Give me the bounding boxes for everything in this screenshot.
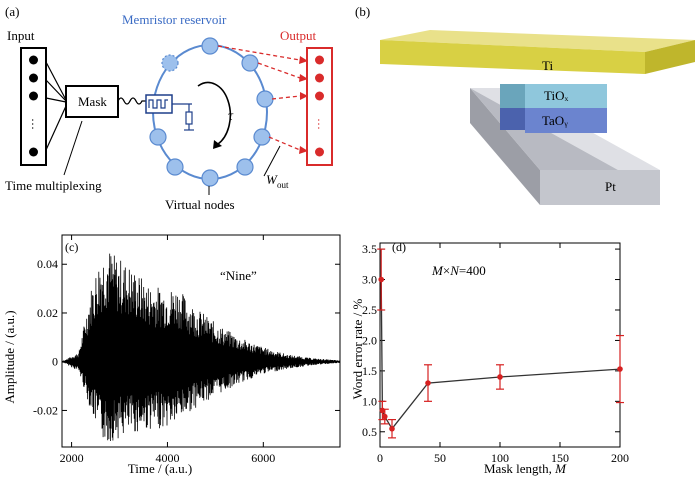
tiox-layer: [500, 84, 607, 108]
annotation-value: =400: [459, 263, 486, 278]
masked-signal-wave: [117, 97, 148, 105]
w-out-subscript: out: [277, 180, 289, 190]
output-title: Output: [280, 28, 317, 43]
panel-a-label: (a): [5, 4, 19, 19]
x-tick-label-d: 200: [611, 451, 629, 465]
virtual-node-markers: [149, 37, 274, 187]
taoy-layer: [500, 108, 607, 133]
layer-label-tiox: TiOₓ: [544, 88, 568, 103]
memristor-device-icon: [145, 94, 194, 131]
ti-electrode: [380, 30, 695, 74]
readout-connections: [217, 45, 301, 151]
readout-arrowheads: [299, 56, 308, 154]
layer-label-ti: Ti: [542, 58, 553, 73]
input-vector: [20, 47, 47, 166]
y-axis-label-d: Word error rate / %: [350, 298, 365, 399]
x-tick-label-c: 2000: [60, 451, 84, 465]
y-tick-label-c: 0.02: [37, 306, 58, 320]
error-plot-area: 0.5 1.0 1.5 2.0 2.5 3.0 3.5 0 50 100 150 200: [362, 242, 629, 465]
reservoir-title: Memristor reservoir: [122, 12, 227, 27]
panel-b-device-stack: (b) Ti TiOₓ TaOᵧ Pt: [355, 4, 695, 205]
error-rate-line: [380, 279, 621, 430]
x-tick-label-d: 0: [377, 451, 383, 465]
y-axis-label-c: Amplitude / (a.u.): [2, 310, 17, 403]
panel-b-label: (b): [355, 4, 370, 19]
output-vector: [306, 47, 333, 166]
y-tick-label-d: 2.0: [362, 333, 377, 347]
data-point: [382, 413, 388, 420]
y-tick-label-d: 3.0: [362, 273, 377, 287]
x-tick-label-d: 150: [551, 451, 569, 465]
data-point: [497, 374, 503, 380]
panel-d-error-chart: (d) M×N=400 Mask length, M Word error ra…: [350, 240, 629, 476]
layer-label-pt: Pt: [605, 179, 616, 194]
input-label: Input: [7, 28, 35, 43]
plot-frame-d: [379, 242, 621, 448]
mxn-annotation: M×N=400: [431, 263, 486, 278]
x-axis-label-d: Mask length, M: [484, 461, 567, 476]
x-axis-label-d-text: Mask length,: [484, 461, 555, 476]
mask-label: Mask: [78, 94, 107, 109]
waveform-plot-area: -0.02 0 0.02 0.04 2000 4000 6000: [33, 234, 341, 465]
waveform-trace: [61, 253, 341, 442]
panel-c-label: (c): [65, 240, 78, 254]
y-tick-label-c: -0.02: [33, 403, 58, 417]
x-tick-label-c: 6000: [251, 451, 275, 465]
y-tick-label-d: 3.5: [362, 242, 377, 256]
delay-loop-arrow: [197, 81, 232, 145]
time-mux-pointer: [63, 120, 83, 176]
y-tick-label-c: 0.04: [37, 257, 58, 271]
x-axis-label-d-var: M: [554, 461, 567, 476]
data-point: [617, 366, 623, 372]
delay-loop-arrowhead: [213, 140, 222, 149]
annotation-op: ×: [443, 263, 450, 278]
mask-box: [65, 85, 119, 118]
x-tick-label-d: 50: [434, 451, 446, 465]
panel-a-schematic: (a) Input Memristor reservoir Output ···…: [5, 4, 333, 212]
y-tick-label-d: 1.5: [362, 364, 377, 378]
y-tick-label-d: 1.0: [362, 394, 377, 408]
plot-frame-c: [61, 234, 341, 448]
w-out-label: W: [266, 172, 278, 187]
data-point: [378, 276, 384, 283]
input-ellipsis: ···: [26, 118, 40, 130]
x-axis-label-c: Time / (a.u.): [128, 461, 193, 476]
x-tick-label-d: 100: [491, 451, 509, 465]
data-point: [389, 425, 395, 432]
annotation-n: N: [449, 263, 460, 278]
output-ellipsis: ···: [312, 118, 326, 130]
panel-d-label: (d): [392, 240, 406, 254]
annotation-m: M: [431, 263, 444, 278]
layer-label-taoy: TaOᵧ: [542, 113, 568, 129]
virtual-nodes-label: Virtual nodes: [165, 197, 235, 212]
y-tick-label-c: 0: [52, 355, 58, 369]
y-tick-label-d: 2.5: [362, 303, 377, 317]
x-tick-label-c: 4000: [155, 451, 179, 465]
input-to-mask-arrows: [45, 61, 67, 151]
y-tick-label-d: 0.5: [362, 425, 377, 439]
time-mux-label: Time multiplexing: [5, 178, 102, 193]
w-out-pointer: [263, 145, 281, 177]
tau-label: τ: [228, 109, 234, 124]
panel-c-waveform-chart: (c) “Nine” Time / (a.u.) Amplitude / (a.…: [2, 234, 341, 476]
data-point: [425, 380, 431, 386]
nine-annotation: “Nine”: [220, 268, 257, 283]
